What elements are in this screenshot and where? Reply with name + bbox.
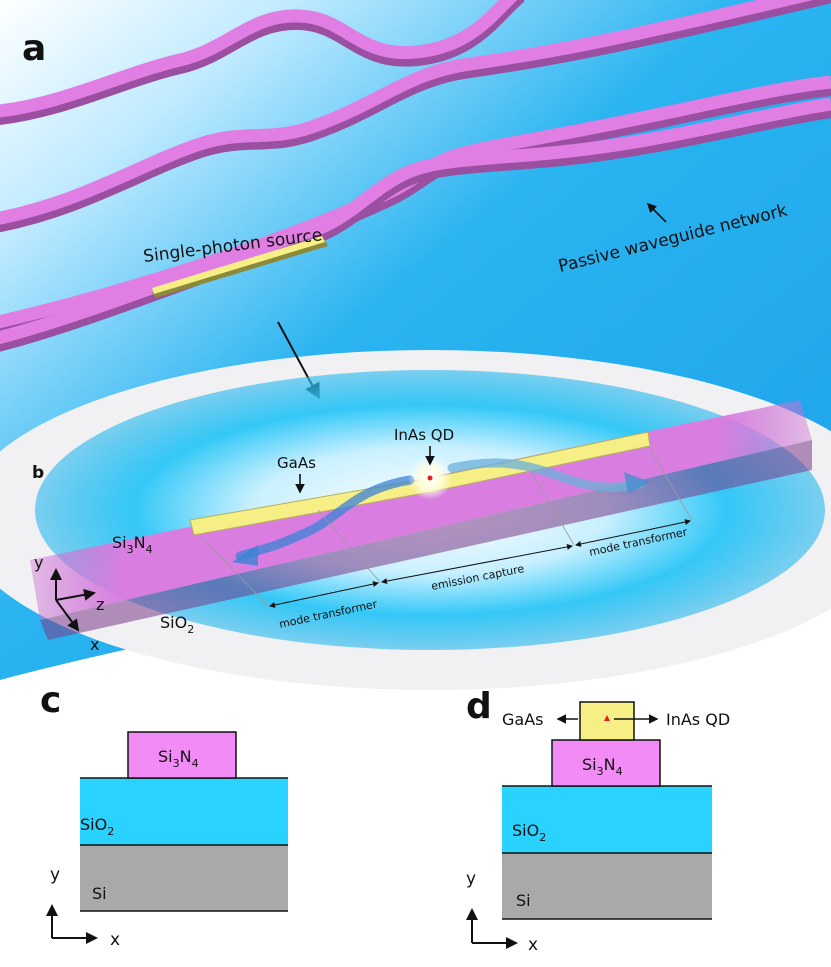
inas-qd-label-d: InAs QD xyxy=(666,710,730,729)
axis-y-label-d: y xyxy=(466,869,476,889)
axis-x-label-c: x xyxy=(110,930,120,950)
single-photon-source-chip xyxy=(152,236,328,298)
axes-c xyxy=(46,904,98,944)
panel-label-d: d xyxy=(466,686,492,727)
panel-label-c: c xyxy=(40,680,61,721)
sio2-label-d: SiO2 xyxy=(512,821,546,844)
sio2-layer-c xyxy=(80,778,288,845)
gaas-label-d: GaAs xyxy=(502,710,543,729)
axis-y-label-b: y xyxy=(34,553,43,572)
panel-label-b: b xyxy=(32,463,44,483)
axes-b xyxy=(50,568,96,632)
axis-x-label-b: x xyxy=(90,635,99,654)
quantum-dot xyxy=(427,475,433,481)
section-leader-lines xyxy=(199,445,693,607)
network-pointer-arrow xyxy=(646,202,667,223)
inas-qd-label: InAs QD xyxy=(394,426,454,444)
panel-label-a: a xyxy=(22,28,46,69)
panel-b-device xyxy=(30,370,825,650)
si-substrate-d xyxy=(502,853,712,919)
axis-z-label-b: z xyxy=(96,595,104,614)
light-path-right xyxy=(447,458,645,492)
axes-d xyxy=(466,908,518,949)
sio2-label-b: SiO2 xyxy=(160,613,194,636)
si-label-c: Si xyxy=(92,884,107,903)
section-dimension-arrows xyxy=(269,519,691,608)
si3n4-core-d xyxy=(551,739,661,787)
axis-x-label-d: x xyxy=(528,935,538,955)
si3n4-label-d: Si3N4 xyxy=(582,755,623,778)
gaas-label-b: GaAs xyxy=(277,454,316,472)
si3n4-label-c: Si3N4 xyxy=(158,747,199,770)
si-label-d: Si xyxy=(516,891,531,910)
light-path-left xyxy=(235,475,415,561)
axis-y-label-c: y xyxy=(50,865,60,885)
sio2-layer-d xyxy=(502,786,712,853)
si-substrate-c xyxy=(80,845,288,911)
panel-d-stack xyxy=(502,701,712,920)
inas-qd-marker xyxy=(604,715,610,721)
waveguide-network xyxy=(0,0,831,352)
sio2-label-c: SiO2 xyxy=(80,815,114,838)
panel-c-stack xyxy=(80,731,288,912)
si3n4-label-b: Si3N4 xyxy=(112,533,153,556)
si3n4-core-c xyxy=(127,731,237,779)
si3n4-waveguide-top xyxy=(30,400,812,620)
